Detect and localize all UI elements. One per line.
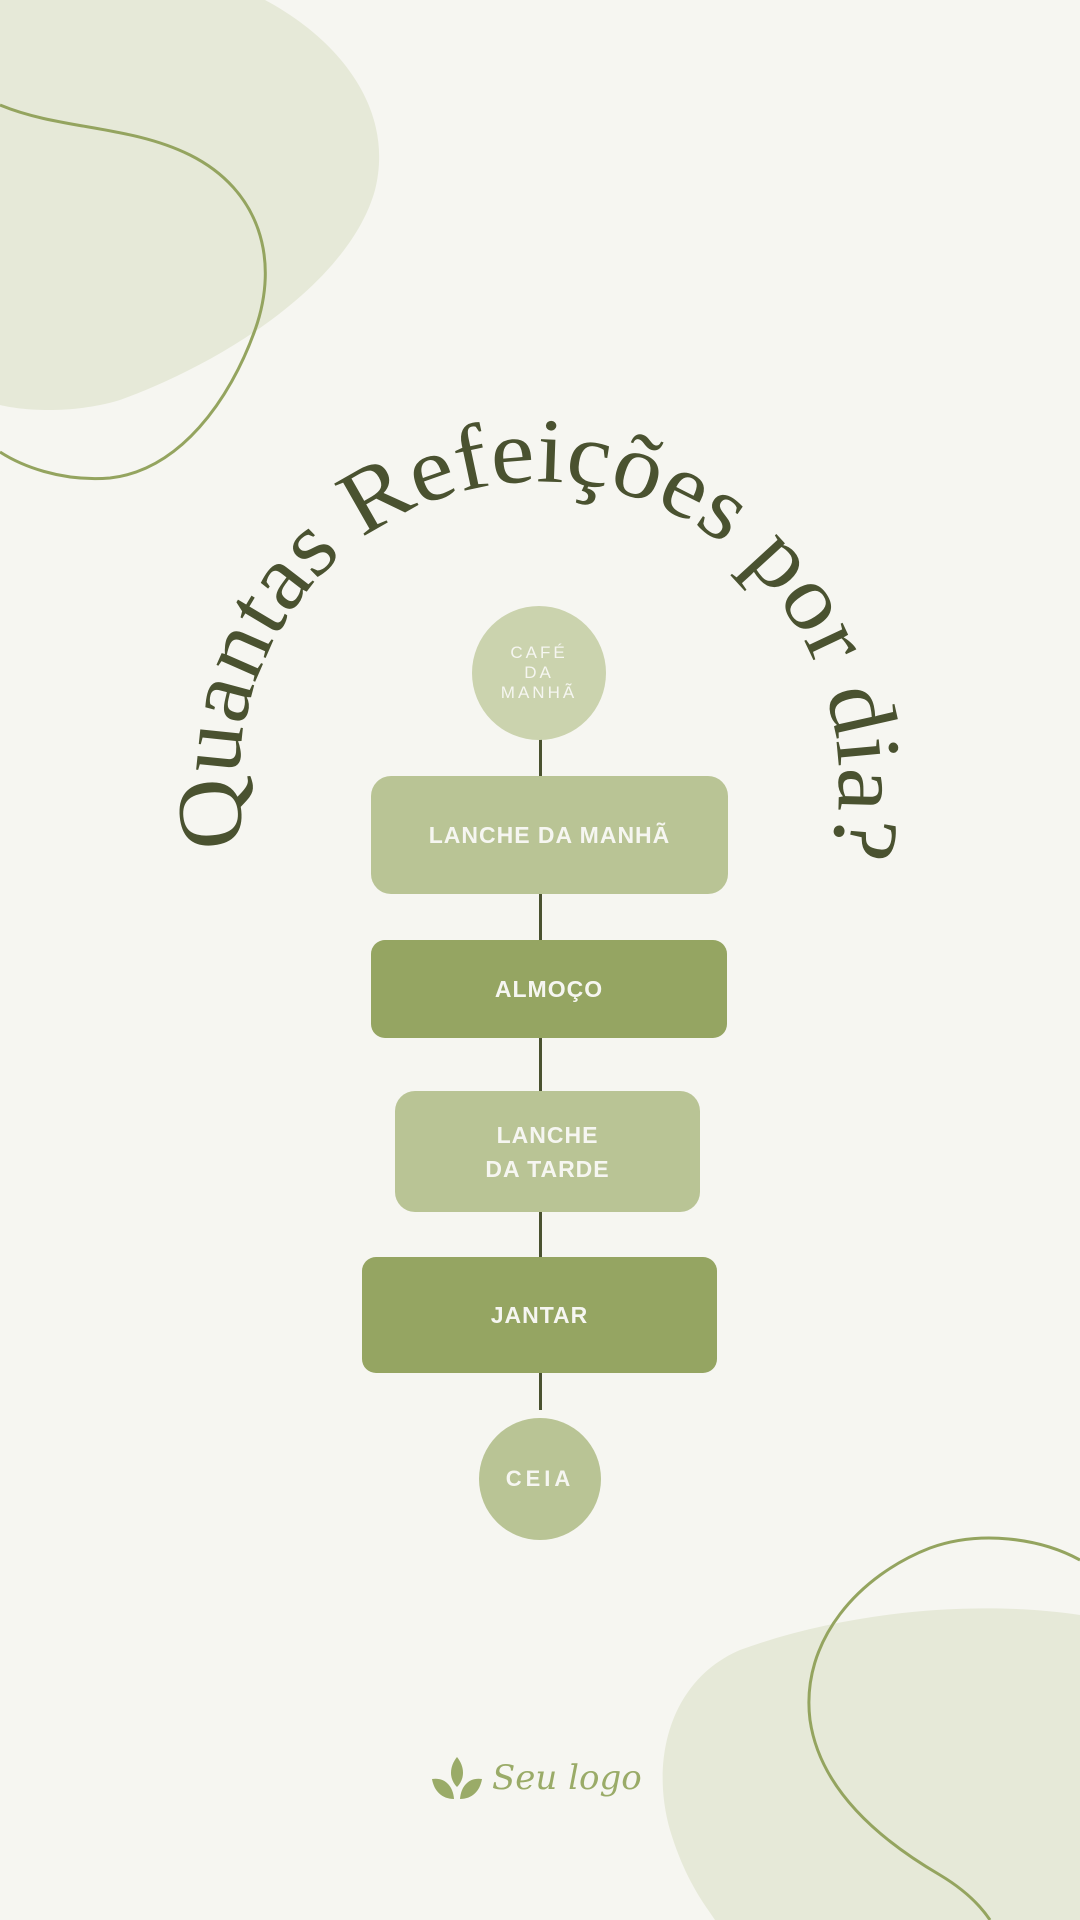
- meal-ceia: CEIA: [479, 1418, 601, 1540]
- leaves-icon: [432, 1757, 482, 1799]
- meal-almoco: ALMOÇO: [371, 940, 727, 1038]
- logo-text: Seu logo: [492, 1758, 642, 1798]
- bottom-right-outline: [807, 1536, 1080, 1920]
- meal-lanche-da-tarde: LANCHE DA TARDE: [395, 1091, 700, 1212]
- meal-cafe-da-manha: CAFÉ DA MANHÃ: [472, 606, 606, 740]
- top-left-blob: [0, 0, 380, 410]
- timeline-connector: [539, 730, 542, 1410]
- bottom-right-blob: [662, 1608, 1080, 1920]
- top-left-outline: [0, 103, 267, 481]
- meal-lanche-da-manha: LANCHE DA MANHÃ: [371, 776, 728, 894]
- brand-logo: Seu logo: [430, 1755, 642, 1801]
- meal-jantar: JANTAR: [362, 1257, 717, 1373]
